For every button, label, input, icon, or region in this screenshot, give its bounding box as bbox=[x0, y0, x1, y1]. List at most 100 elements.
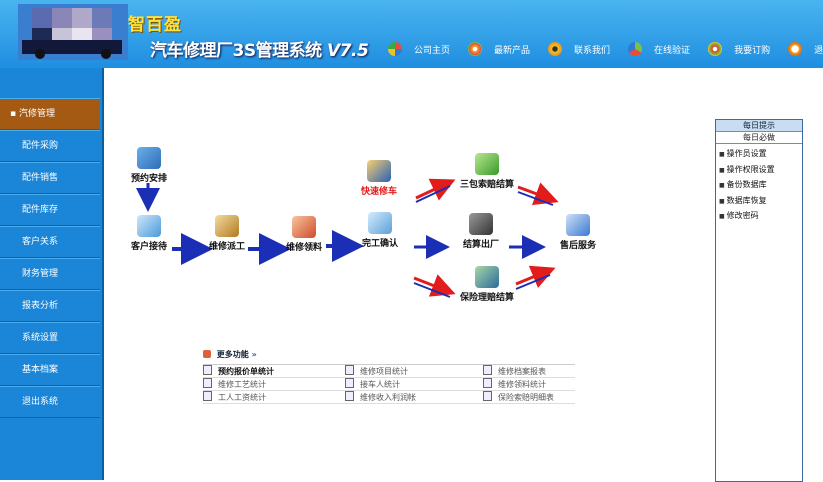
more-functions-heading: 更多功能 » bbox=[203, 349, 575, 361]
node-checkout-label: 结算出厂 bbox=[462, 240, 499, 250]
node-quick-repair[interactable]: 快速修车 bbox=[354, 160, 404, 197]
arrow-complete-to-warranty-shadow bbox=[415, 185, 451, 203]
link-receiver-stats-label: 接车人统计 bbox=[360, 380, 400, 389]
nav-order[interactable]: 我要订购 bbox=[708, 42, 770, 56]
tools-icon bbox=[367, 160, 391, 182]
node-warranty-settlement[interactable]: 三包索赔结算 bbox=[456, 153, 518, 190]
truck-logo-image bbox=[18, 4, 128, 60]
node-dispatch[interactable]: 维修派工 bbox=[204, 215, 250, 252]
link-repair-archive-report[interactable]: 维修档案报表 bbox=[483, 365, 575, 378]
node-after-sales-label: 售后服务 bbox=[559, 241, 596, 251]
arrow-complete-to-insurance-shadow bbox=[413, 282, 451, 298]
node-reception-label: 客户接待 bbox=[130, 242, 167, 252]
flower-icon bbox=[708, 42, 723, 56]
system-title: 汽车修理厂3S管理系统 bbox=[150, 41, 322, 61]
link-repair-item-stats-label: 维修项目统计 bbox=[360, 367, 408, 376]
link-repair-item-stats[interactable]: 维修项目统计 bbox=[345, 365, 483, 378]
arrow-warranty-to-aftersales bbox=[517, 182, 559, 205]
nav-verify[interactable]: 在线验证 bbox=[628, 42, 690, 56]
dispatch-icon bbox=[215, 215, 239, 237]
document-icon bbox=[203, 365, 212, 375]
nav-contact-label: 联系我们 bbox=[574, 45, 611, 56]
money-bag-icon bbox=[475, 153, 499, 175]
nav-products-label: 最新产品 bbox=[494, 45, 531, 56]
nav-products[interactable]: 最新产品 bbox=[468, 42, 530, 56]
task-change-password[interactable]: 修改密码 bbox=[719, 208, 802, 224]
page-title: 汽车修理厂3S管理系统 V7.5 bbox=[150, 36, 369, 61]
node-dispatch-label: 维修派工 bbox=[208, 242, 245, 252]
node-schedule[interactable]: 预约安排 bbox=[128, 147, 170, 184]
task-operator-settings[interactable]: 操作员设置 bbox=[719, 146, 802, 162]
document-icon bbox=[483, 391, 492, 401]
node-parts[interactable]: 维修领料 bbox=[281, 216, 327, 253]
node-parts-label: 维修领料 bbox=[285, 243, 322, 253]
calendar-icon bbox=[137, 147, 161, 169]
link-repair-process-stats-label: 维修工艺统计 bbox=[218, 380, 266, 389]
arrow-insurance-to-aftersales-shadow bbox=[515, 274, 551, 290]
link-insurance-claim-detail[interactable]: 保险索赔明细表 bbox=[483, 391, 575, 404]
node-checkout[interactable]: 结算出厂 bbox=[455, 213, 507, 250]
link-repair-archive-report-label: 维修档案报表 bbox=[498, 367, 546, 376]
node-reception[interactable]: 客户接待 bbox=[126, 215, 172, 252]
sidebar-item-exit[interactable]: 退出系统 bbox=[0, 386, 100, 418]
sidebar-menu: 汽修管理 配件采购 配件销售 配件库存 客户关系 财务管理 报表分析 系统设置 … bbox=[0, 98, 100, 418]
link-insurance-claim-detail-label: 保险索赔明细表 bbox=[498, 393, 554, 402]
arrow-insurance-to-aftersales bbox=[515, 265, 556, 288]
node-complete[interactable]: 完工确认 bbox=[357, 212, 403, 249]
sidebar-item-repair-management[interactable]: 汽修管理 bbox=[0, 98, 100, 130]
link-quote-stats[interactable]: 预约报价单统计 bbox=[203, 365, 345, 378]
nav-order-label: 我要订购 bbox=[734, 45, 771, 56]
pie-icon bbox=[388, 42, 402, 56]
nav-contact[interactable]: 联系我们 bbox=[548, 42, 610, 56]
spark-icon bbox=[628, 42, 643, 56]
nav-exit[interactable]: 退出系 bbox=[788, 42, 823, 56]
arrow-complete-to-insurance bbox=[413, 274, 456, 297]
parts-icon bbox=[292, 216, 316, 238]
search-icon bbox=[788, 42, 803, 56]
link-repair-profit-account[interactable]: 维修收入利润帐 bbox=[345, 391, 483, 404]
sidebar-item-parts-purchase[interactable]: 配件采购 bbox=[0, 130, 100, 162]
brand-name: 智百盈 bbox=[128, 15, 182, 35]
sidebar-item-reports[interactable]: 报表分析 bbox=[0, 290, 100, 322]
task-permission-settings[interactable]: 操作权限设置 bbox=[719, 162, 802, 178]
header-banner: 智百盈 汽车修理厂3S管理系统 V7.5 公司主页 最新产品 联系我们 在线验证… bbox=[0, 0, 823, 68]
node-quick-repair-label: 快速修车 bbox=[360, 187, 397, 197]
node-schedule-label: 预约安排 bbox=[130, 174, 167, 184]
sidebar-item-settings[interactable]: 系统设置 bbox=[0, 322, 100, 354]
flower-icon bbox=[468, 42, 483, 56]
content-area bbox=[102, 68, 823, 480]
document-icon bbox=[203, 391, 212, 401]
sidebar-item-customer-relations[interactable]: 客户关系 bbox=[0, 226, 100, 258]
node-complete-label: 完工确认 bbox=[361, 239, 398, 249]
document-icon bbox=[203, 378, 212, 388]
document-icon bbox=[345, 378, 354, 388]
sidebar-item-basic-records[interactable]: 基本档案 bbox=[0, 354, 100, 386]
node-insurance-settlement[interactable]: 保险理赔结算 bbox=[456, 266, 518, 303]
link-quote-stats-label: 预约报价单统计 bbox=[218, 367, 274, 376]
document-icon bbox=[345, 365, 354, 375]
task-restore-database[interactable]: 数据库恢复 bbox=[719, 193, 802, 209]
sidebar-item-finance[interactable]: 财务管理 bbox=[0, 258, 100, 290]
nav-exit-label: 退出系 bbox=[814, 45, 823, 56]
document-icon bbox=[345, 391, 354, 401]
link-receiver-stats[interactable]: 接车人统计 bbox=[345, 378, 483, 391]
service-icon bbox=[566, 214, 590, 236]
link-parts-issue-stats[interactable]: 维修领料统计 bbox=[483, 378, 575, 391]
nav-verify-label: 在线验证 bbox=[654, 45, 691, 56]
node-insurance-label: 保险理赔结算 bbox=[459, 293, 514, 303]
link-repair-process-stats[interactable]: 维修工艺统计 bbox=[203, 378, 345, 391]
node-warranty-label: 三包索赔结算 bbox=[459, 180, 514, 190]
daily-tips-title: 每日提示 bbox=[716, 120, 802, 132]
nav-home[interactable]: 公司主页 bbox=[388, 42, 450, 56]
puzzle-icon bbox=[203, 350, 211, 358]
document-icon bbox=[483, 365, 492, 375]
link-wage-stats[interactable]: 工人工资统计 bbox=[203, 391, 345, 404]
task-backup-database[interactable]: 备份数据库 bbox=[719, 177, 802, 193]
sidebar-item-parts-sales[interactable]: 配件销售 bbox=[0, 162, 100, 194]
arrow-warranty-to-aftersales-shadow bbox=[517, 191, 554, 206]
node-after-sales[interactable]: 售后服务 bbox=[555, 214, 601, 251]
sidebar-item-parts-inventory[interactable]: 配件库存 bbox=[0, 194, 100, 226]
reception-icon bbox=[137, 215, 161, 237]
